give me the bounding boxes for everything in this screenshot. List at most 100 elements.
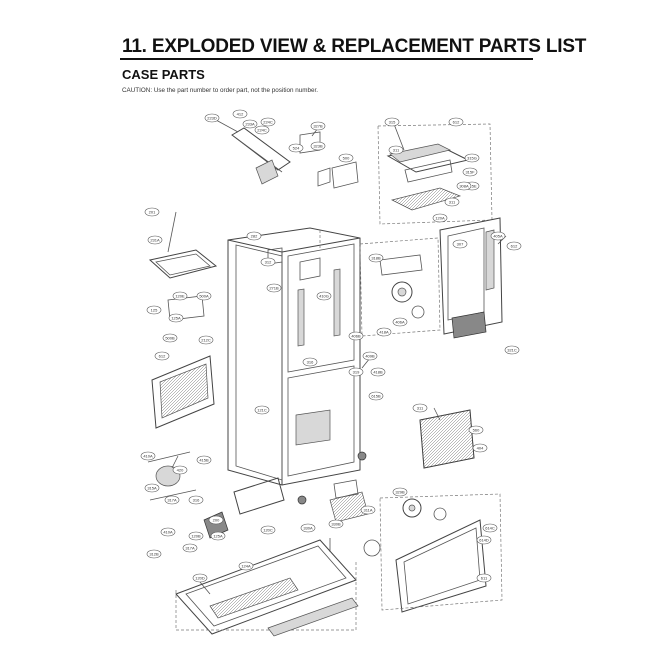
left-cover-panel xyxy=(151,295,215,429)
part-callout-label: 311 xyxy=(417,405,424,410)
part-callout-label: 120D xyxy=(195,575,205,580)
part-callout: 120E xyxy=(172,291,188,301)
part-callout: 500B xyxy=(162,333,178,343)
part-callout-label: 611 xyxy=(481,575,488,580)
part-callout: 125 xyxy=(146,305,162,315)
part-callout-label: 500B xyxy=(165,335,175,340)
part-callout: 223D xyxy=(204,113,220,123)
part-callout-label: 316 xyxy=(193,497,200,502)
part-callout-label: 524 xyxy=(293,145,300,150)
fan-assembly xyxy=(363,498,447,557)
part-callout: 224C xyxy=(260,117,276,127)
part-callout-label: 405A xyxy=(493,233,503,238)
part-callout: 120B xyxy=(188,531,204,541)
part-callout-label: 406A xyxy=(395,319,405,324)
part-callout: 315A xyxy=(144,483,160,493)
caution-note: CAUTION: Use the part number to order pa… xyxy=(122,87,318,94)
part-callout: 315F xyxy=(462,167,478,177)
part-callout: 410A xyxy=(140,451,156,461)
part-callout: 420 xyxy=(172,465,188,475)
part-callout-label: 500 xyxy=(343,155,350,160)
part-callout: 120D xyxy=(192,573,208,583)
part-callout: 329B xyxy=(392,487,408,497)
part-callout: 312B xyxy=(146,549,162,559)
part-callout: 321C xyxy=(504,345,520,355)
part-callout: 317A xyxy=(164,495,180,505)
part-callout-label: 311 xyxy=(449,199,456,204)
part-callout: 614C xyxy=(482,523,498,533)
part-callout-label: 318B xyxy=(371,255,381,260)
part-callout: 212C xyxy=(198,335,214,345)
part-callout: 311 xyxy=(412,403,428,413)
part-callout: 124A xyxy=(238,561,254,571)
part-callout-label: 615B xyxy=(371,393,381,398)
part-callout-label: 412 xyxy=(237,111,244,116)
cabinet-body xyxy=(227,227,361,486)
part-callout: 318B xyxy=(368,253,384,263)
part-callout-label: 120C xyxy=(263,527,273,532)
part-callout: 418B xyxy=(370,367,386,377)
part-callout: 311 xyxy=(444,197,460,207)
part-callout-label: 317A xyxy=(167,497,177,502)
condenser xyxy=(419,409,475,469)
part-callout: 317A xyxy=(182,543,198,553)
part-callout-label: 125A xyxy=(171,315,181,320)
compressor xyxy=(147,451,197,501)
part-callout-label: 323B xyxy=(313,143,323,148)
left-tray xyxy=(148,249,218,279)
part-callout-label: 316 xyxy=(307,359,314,364)
section-subtitle: CASE PARTS xyxy=(122,67,205,82)
leader-lines xyxy=(167,119,507,595)
part-callout: 316 xyxy=(188,495,204,505)
part-callout: 330A xyxy=(300,523,316,533)
part-callout-label: 282 xyxy=(251,233,258,238)
part-callout-label: 329B xyxy=(395,489,405,494)
part-callout-label: 415B xyxy=(199,457,209,462)
part-callout: 611 xyxy=(476,573,492,583)
part-callout: 410A xyxy=(160,527,176,537)
part-callout-label: 120B xyxy=(191,533,201,538)
part-callout: 612 xyxy=(448,117,464,127)
part-callout-label: 311 xyxy=(393,147,400,152)
part-callout: 231A xyxy=(147,235,163,245)
part-callout-label: 409B xyxy=(365,353,375,358)
part-callout-label: 124A xyxy=(241,563,251,568)
part-callout-label: 311A xyxy=(363,507,372,512)
part-callout-label: 307 xyxy=(457,241,464,246)
part-callout: 200 xyxy=(208,515,224,525)
part-callout-label: 410G xyxy=(319,293,329,298)
part-callout: 308A xyxy=(456,181,472,191)
part-callout: 271B xyxy=(266,283,282,293)
fan-motor-bracket xyxy=(359,237,441,337)
part-callout: 315 xyxy=(384,117,400,127)
part-callout-label: 315G xyxy=(467,155,477,160)
part-callout-label: 330B xyxy=(331,521,341,526)
part-callout-label: 312 xyxy=(265,259,272,264)
part-callout-label: 125 xyxy=(151,307,158,312)
part-callout: 316 xyxy=(302,357,318,367)
part-callout: 323B xyxy=(310,141,326,151)
part-callout-label: 120E xyxy=(175,293,185,298)
title-underline xyxy=(120,58,533,60)
part-callout-label: 315 xyxy=(389,119,396,124)
part-callout: 404 xyxy=(472,443,488,453)
part-callout-label: 500A xyxy=(199,293,209,298)
part-callout: 201 xyxy=(144,207,160,217)
part-callout-label: 560 xyxy=(473,427,480,432)
part-callout-label: 418B xyxy=(373,369,383,374)
part-callout-label: 612 xyxy=(159,353,166,358)
part-callout: 125A xyxy=(210,531,226,541)
part-callout: 418A xyxy=(376,327,392,337)
part-callout: 120C xyxy=(260,525,276,535)
part-callout-label: 327B xyxy=(313,123,323,128)
part-callout: 121C xyxy=(254,405,270,415)
part-callout: 412 xyxy=(232,109,248,119)
part-callout-label: 317A xyxy=(185,545,195,550)
part-callout-label: 120A xyxy=(435,215,445,220)
part-callout-label: 224C xyxy=(263,119,273,124)
part-callout: 312 xyxy=(260,257,276,267)
part-callout: 612 xyxy=(154,351,170,361)
part-callout: 327B xyxy=(310,121,326,131)
